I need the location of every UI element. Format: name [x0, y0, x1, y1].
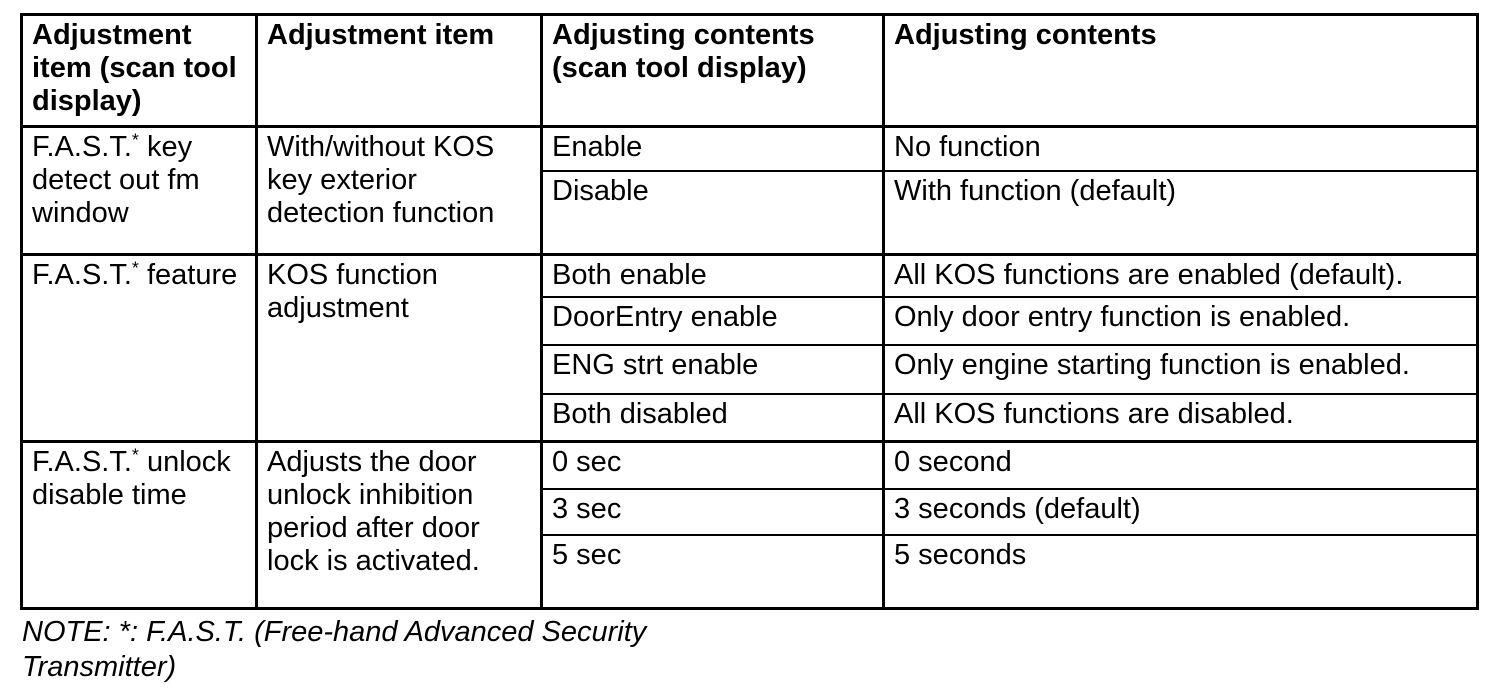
- adjusting-contents-scan-cell: Both enable: [540, 253, 885, 298]
- asterisk-superscript: *: [131, 444, 139, 465]
- header-cell-adjusting-contents-scan: Adjusting contents (scan tool display): [540, 13, 885, 128]
- adjusting-contents-cell: Only engine starting function is enabled…: [882, 343, 1479, 395]
- header-cell-adjusting-contents: Adjusting contents: [882, 13, 1479, 128]
- table-row: 3 sec 3 seconds (default): [22, 487, 1479, 536]
- table-row: DoorEntry enable Only door entry functio…: [22, 295, 1479, 346]
- adjusting-contents-cell: All KOS functions are disabled.: [882, 392, 1479, 443]
- adjustment-item-scan-cell: F.A.S.T.* key detect out fm window: [20, 125, 258, 256]
- adjustment-item-cell: KOS function adjustment: [255, 253, 543, 443]
- footnote: NOTE: *: F.A.S.T. (Free-hand Advanced Se…: [22, 616, 647, 683]
- item-scan-text: key detect out fm window: [32, 131, 200, 229]
- adjusting-contents-scan-cell: Both disabled: [540, 392, 885, 443]
- asterisk-superscript: *: [131, 129, 139, 150]
- adjustment-item-scan-cell: F.A.S.T.* unlock disable time: [20, 440, 258, 610]
- adjusting-contents-scan-cell: DoorEntry enable: [540, 295, 885, 346]
- header-cell-adjustment-item-scan: Adjustment item (scan tool display): [20, 13, 258, 128]
- adjustment-item-cell: Adjusts the door unlock inhibition perio…: [255, 440, 543, 610]
- table-row: F.A.S.T.* unlock disable time Adjusts th…: [20, 440, 1479, 610]
- header-cell-adjustment-item: Adjustment item: [255, 13, 543, 128]
- adjusting-contents-cell: With function (default): [882, 169, 1479, 256]
- adjusting-contents-scan-cell: ENG strt enable: [540, 343, 885, 395]
- adjusting-contents-cell: Only door entry function is enabled.: [882, 295, 1479, 346]
- asterisk-superscript: *: [131, 257, 139, 278]
- table-row: 5 sec 5 seconds: [22, 533, 1479, 610]
- adjusting-contents-cell: All KOS functions are enabled (default).: [882, 253, 1479, 298]
- header-row: Adjustment item (scan tool display) Adju…: [20, 13, 1479, 128]
- table-row: F.A.S.T.* feature KOS function adjustmen…: [20, 253, 1479, 443]
- adjustment-item-scan-cell: F.A.S.T.* feature: [20, 253, 258, 443]
- adjusting-contents-scan-cell: Enable: [540, 125, 885, 172]
- adjusting-contents-cell: 3 seconds (default): [882, 487, 1479, 536]
- adjusting-contents-cell: 0 second: [882, 440, 1479, 490]
- table-row: F.A.S.T.* key detect out fm window With/…: [20, 125, 1479, 256]
- adjustment-item-cell: With/without KOS key exterior detection …: [255, 125, 543, 256]
- adjusting-contents-cell: No function: [882, 125, 1479, 172]
- item-scan-text: F.A.S.T.: [32, 446, 132, 478]
- adjusting-contents-scan-cell: 0 sec: [540, 440, 885, 490]
- adjusting-contents-cell: 5 seconds: [882, 533, 1479, 610]
- item-scan-text: F.A.S.T.: [32, 259, 132, 291]
- adjusting-contents-scan-cell: 5 sec: [540, 533, 885, 610]
- table-row: Disable With function (default): [22, 169, 1479, 256]
- item-scan-text: feature: [138, 259, 238, 291]
- item-scan-text: unlock disable time: [32, 446, 231, 511]
- adjusting-contents-scan-cell: Disable: [540, 169, 885, 256]
- table-row: ENG strt enable Only engine starting fun…: [22, 343, 1479, 395]
- adjustment-table: Adjustment item (scan tool display) Adju…: [20, 13, 1479, 610]
- table-row: Both disabled All KOS functions are disa…: [22, 392, 1479, 443]
- adjusting-contents-scan-cell: 3 sec: [540, 487, 885, 536]
- item-scan-text: F.A.S.T.: [32, 131, 132, 163]
